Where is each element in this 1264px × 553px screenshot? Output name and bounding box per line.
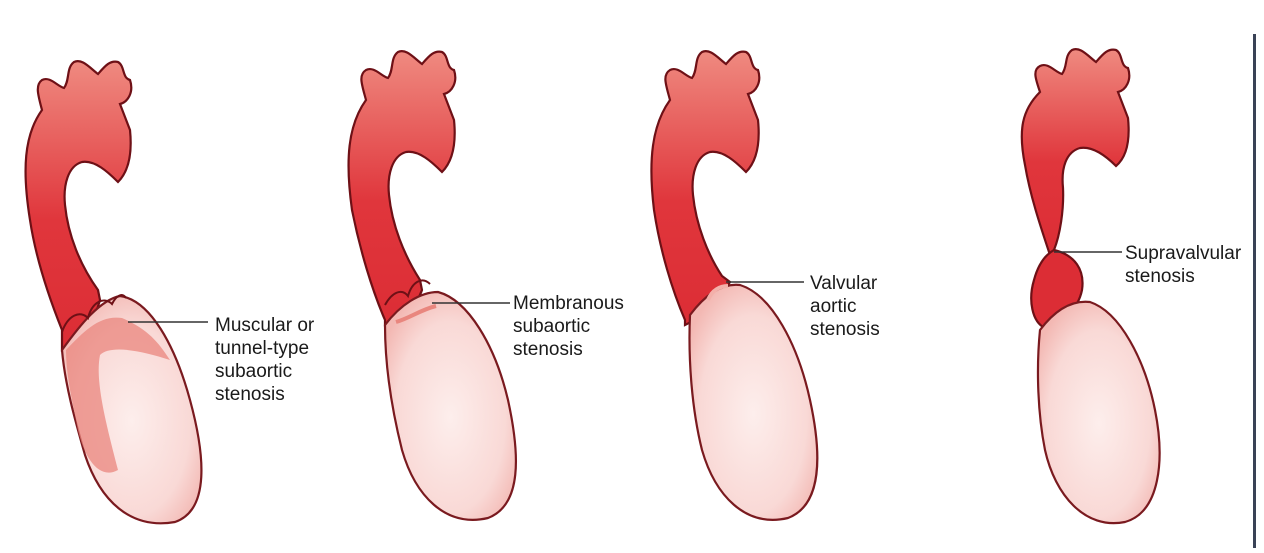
label-supravalvular: Supravalvular stenosis: [1125, 242, 1241, 288]
label-line: aortic: [810, 295, 880, 318]
label-valvular: Valvular aortic stenosis: [810, 272, 880, 341]
label-line: Valvular: [810, 272, 880, 295]
label-line: subaortic: [513, 315, 624, 338]
aorta-arch: [349, 51, 456, 325]
aorta-arch: [651, 51, 759, 325]
label-line: stenosis: [215, 383, 314, 406]
label-muscular: Muscular or tunnel-type subaortic stenos…: [215, 314, 314, 406]
label-line: Supravalvular: [1125, 242, 1241, 265]
left-ventricle: [690, 285, 818, 520]
label-line: stenosis: [810, 318, 880, 341]
label-membranous: Membranous subaortic stenosis: [513, 292, 624, 361]
left-ventricle: [385, 292, 516, 520]
panel-muscular: [26, 61, 208, 523]
label-line: stenosis: [1125, 265, 1241, 288]
window-edge-divider: [1253, 34, 1256, 548]
label-line: stenosis: [513, 338, 624, 361]
aorta-arch: [1022, 49, 1130, 255]
panel-valvular: [651, 51, 817, 520]
panel-membranous: [349, 51, 516, 520]
label-line: Membranous: [513, 292, 624, 315]
left-ventricle: [1038, 302, 1160, 523]
label-line: tunnel-type: [215, 337, 314, 360]
label-line: Muscular or: [215, 314, 314, 337]
label-line: subaortic: [215, 360, 314, 383]
